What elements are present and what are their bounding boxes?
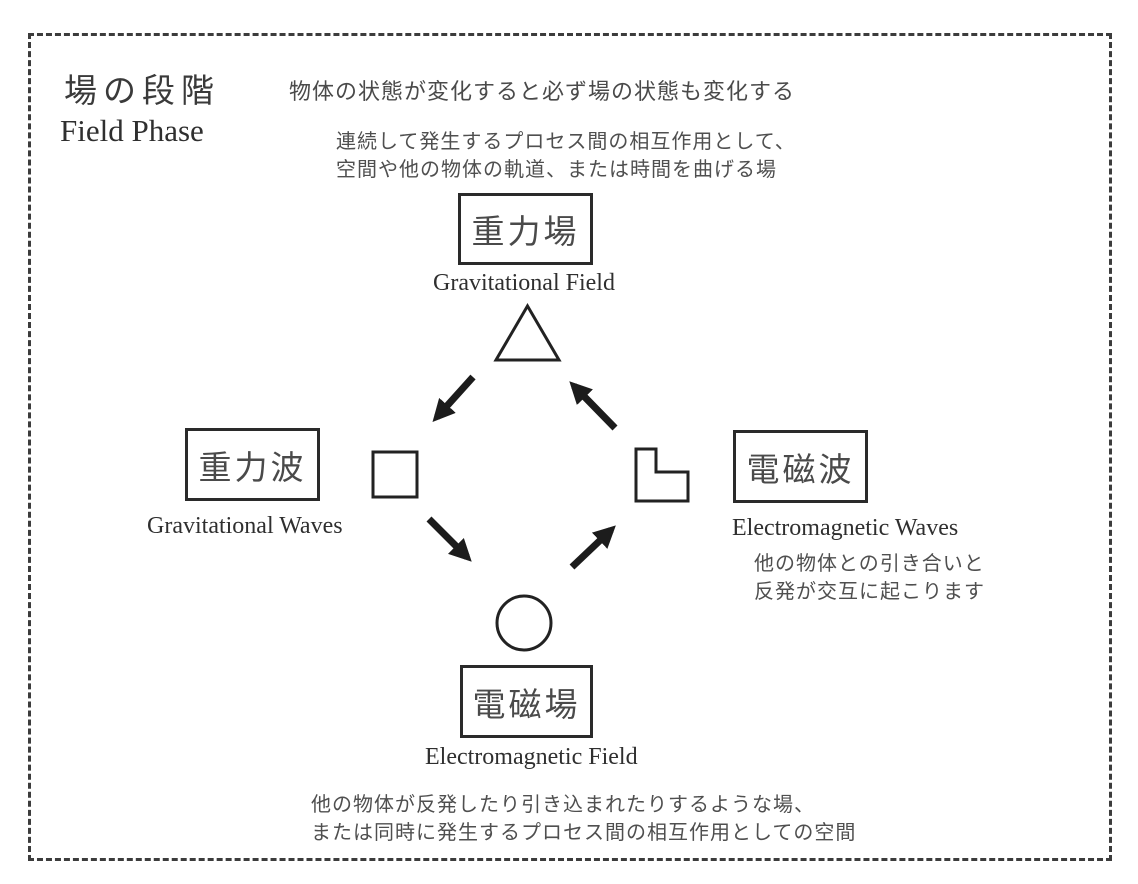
electromagnetic-waves-note-line2: 反発が交互に起こります — [754, 579, 985, 603]
node-gravitational-field: 重力場 — [458, 193, 593, 265]
gravity-field-description: 連続して発生するプロセス間の相互作用として、 空間や他の物体の軌道、または時間を… — [336, 127, 796, 183]
electromagnetic-waves-note-line1: 他の物体との引き合いと — [754, 551, 985, 575]
electromagnetic-field-description-line2: または同時に発生するプロセス間の相互作用としての空間 — [311, 820, 857, 844]
label-gravitational-waves: Gravitational Waves — [147, 513, 343, 539]
label-electromagnetic-waves: Electromagnetic Waves — [732, 515, 959, 541]
page-title-english: Field Phase — [60, 113, 204, 148]
electromagnetic-waves-note: 他の物体との引き合いと 反発が交互に起こります — [754, 549, 985, 605]
node-electromagnetic-waves: 電磁波 — [733, 430, 868, 503]
dashed-border-frame — [28, 33, 1112, 861]
label-gravitational-field: Gravitational Field — [433, 270, 615, 296]
label-electromagnetic-field: Electromagnetic Field — [425, 744, 638, 770]
node-gravitational-waves: 重力波 — [185, 428, 320, 501]
electromagnetic-field-description: 他の物体が反発したり引き込まれたりするような場、 または同時に発生するプロセス間… — [311, 790, 856, 846]
gravity-field-description-line1: 連続して発生するプロセス間の相互作用として、 — [336, 129, 796, 153]
node-electromagnetic-field: 電磁場 — [460, 665, 593, 738]
statement-text: 物体の状態が変化すると必ず場の状態も変化する — [289, 80, 796, 105]
electromagnetic-field-description-line1: 他の物体が反発したり引き込まれたりするような場、 — [311, 792, 815, 816]
gravity-field-description-line2: 空間や他の物体の軌道、または時間を曲げる場 — [336, 157, 777, 181]
page-title-japanese: 場の段階 — [64, 71, 220, 110]
